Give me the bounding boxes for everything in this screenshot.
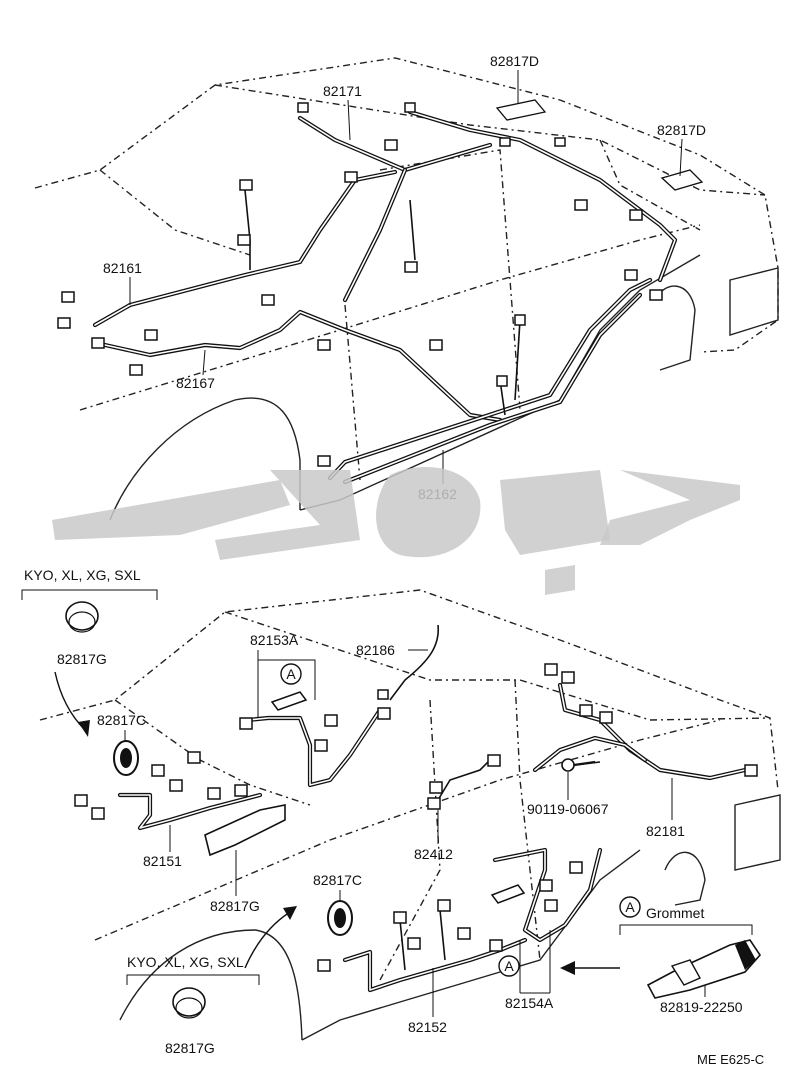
variant-plug-upper (21, 589, 158, 633)
top-labels: 82171 82817D 82817D 82161 82167 82162 (103, 53, 706, 502)
bottom-labels: KYO, XL, XG, SXL 82817G 82817C 82151 828… (24, 567, 764, 1067)
label-grommet-title: Grommet (646, 905, 704, 921)
pad-rear-trunk (660, 169, 704, 191)
grommet-ring-lower (327, 900, 353, 936)
top-harnesses (57, 99, 704, 485)
connector-plug-a-lower (490, 884, 526, 904)
grommet-ring-upper (113, 740, 139, 776)
svg-text:A: A (625, 899, 635, 915)
label-82153A: 82153A (250, 632, 299, 648)
bottom-harnesses (74, 624, 758, 993)
label-82817G-upper: 82817G (57, 651, 107, 667)
label-90119-06067: 90119-06067 (527, 801, 609, 817)
label-82817G-clamp: 82817G (210, 898, 260, 914)
svg-text:A: A (504, 958, 514, 974)
label-82181: 82181 (646, 823, 685, 839)
label-82152: 82152 (408, 1019, 447, 1035)
callout-a-2: A (498, 955, 520, 977)
label-82817D-right: 82817D (490, 53, 539, 69)
bolt-icon (561, 758, 596, 772)
label-82154A: 82154A (505, 995, 554, 1011)
variant-plug-lower (126, 974, 260, 1019)
watermark-logo (52, 467, 740, 595)
label-82186: 82186 (356, 642, 395, 658)
label-82817D-trunk: 82817D (657, 122, 706, 138)
label-82817G-lower: 82817G (165, 1040, 215, 1056)
label-82817C-lower: 82817C (313, 872, 362, 888)
pad-rear-right (495, 99, 547, 121)
label-82167: 82167 (176, 375, 215, 391)
bottom-car-body (39, 589, 781, 1041)
grommet-detail (619, 924, 762, 999)
label-variant-lower: KYO, XL, XG, SXL (127, 954, 244, 970)
callout-a-3: A (619, 896, 641, 918)
footer-code: ME E625-C (697, 1052, 764, 1067)
label-variant-upper: KYO, XL, XG, SXL (24, 567, 141, 583)
connector-plug-a-upper (270, 691, 308, 711)
clamp-bracket (204, 804, 286, 857)
label-82412: 82412 (414, 846, 453, 862)
callout-a-1: A (280, 663, 302, 685)
label-82819-22250: 82819-22250 (660, 999, 743, 1015)
label-82151: 82151 (143, 853, 182, 869)
svg-text:A: A (286, 666, 296, 682)
arrows (54, 671, 620, 975)
label-82817C-upper: 82817C (97, 712, 146, 728)
label-82161: 82161 (103, 260, 142, 276)
label-82171: 82171 (323, 83, 362, 99)
